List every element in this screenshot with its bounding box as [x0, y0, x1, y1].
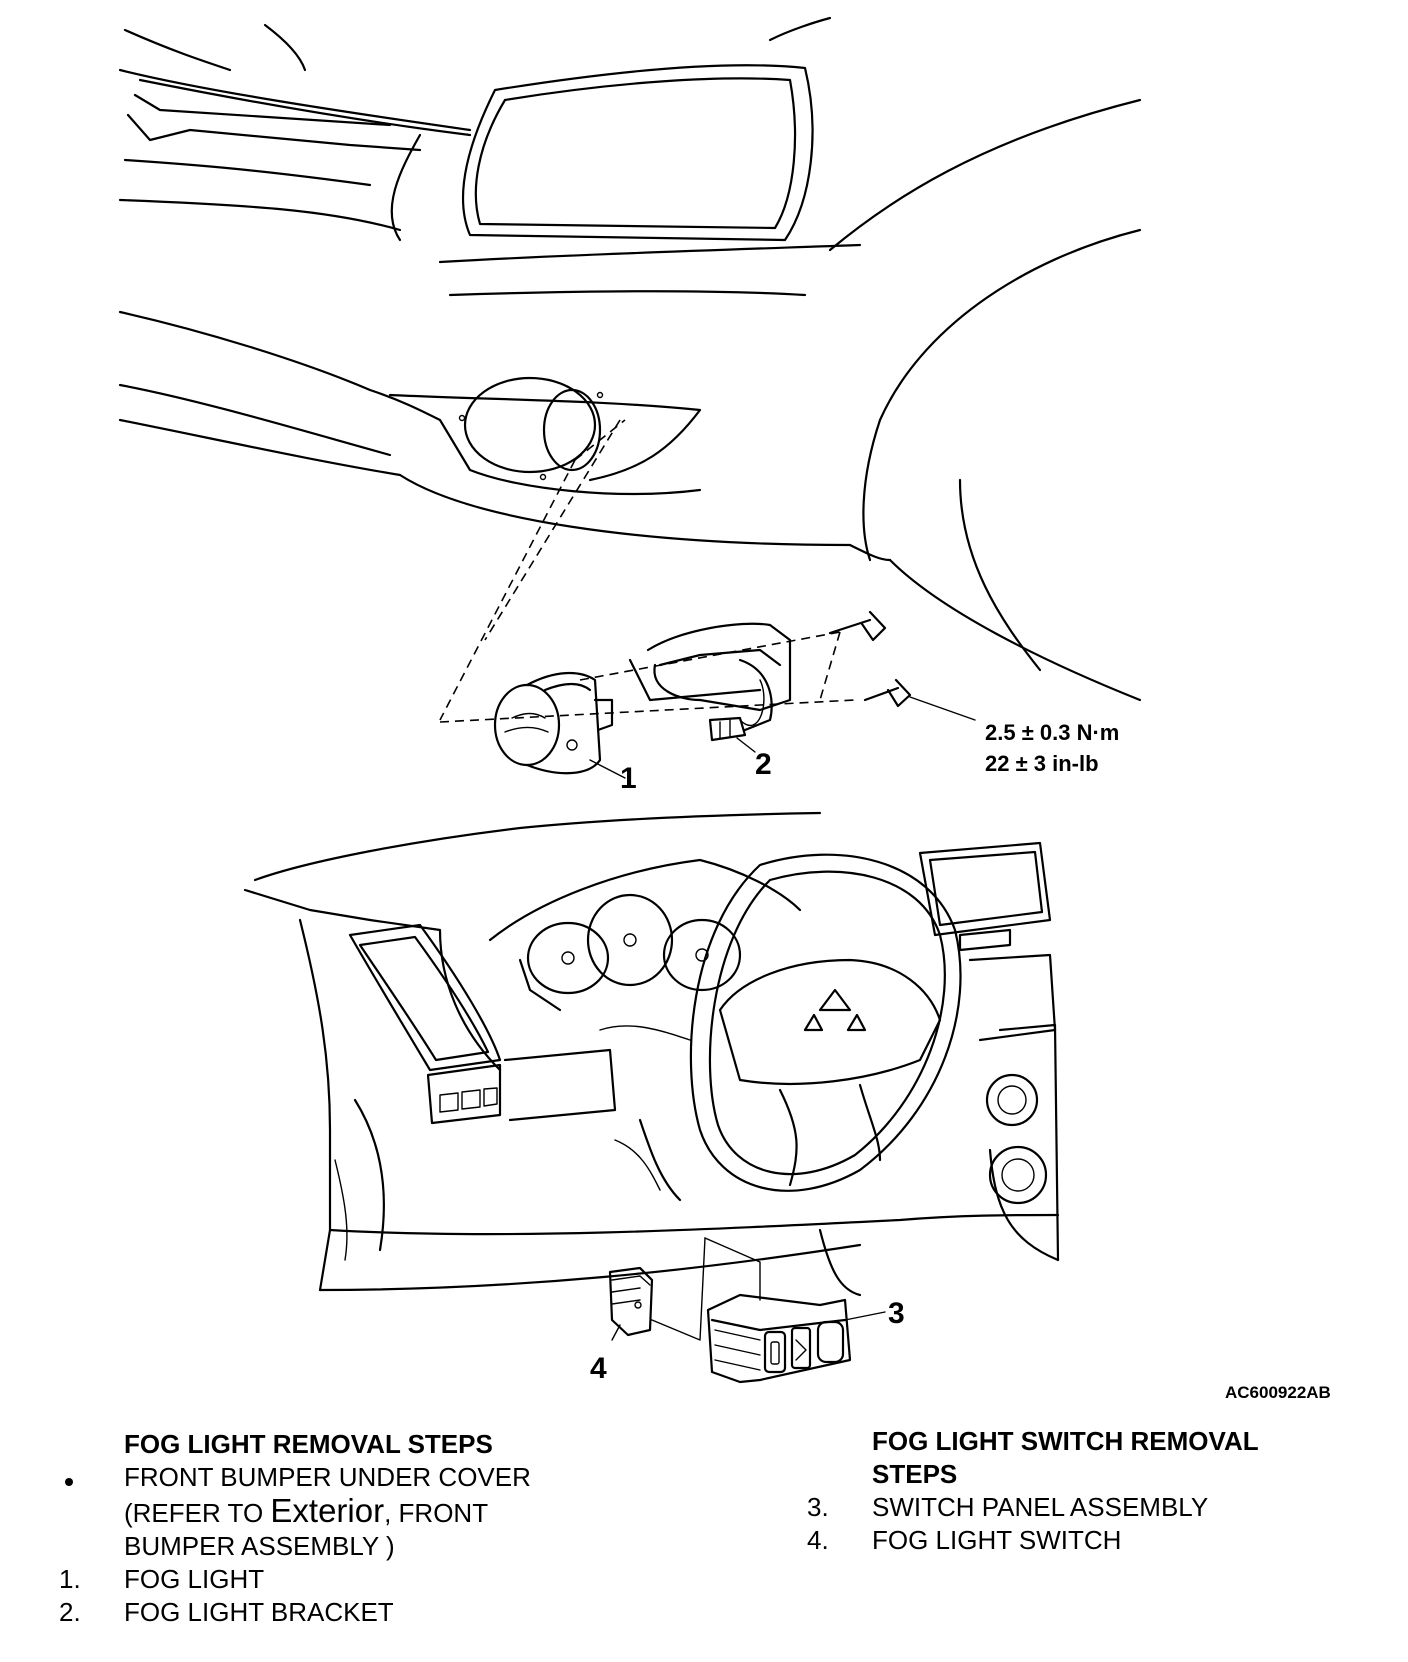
fog-light-switch-removal-steps: FOG LIGHT SWITCH REMOVAL STEPS 3. SWITCH…	[807, 1425, 1367, 1557]
step-text: FOG LIGHT SWITCH	[872, 1525, 1122, 1555]
list-item: 1. FOG LIGHT	[59, 1563, 659, 1596]
step-number: 3.	[807, 1492, 829, 1522]
list-item: 4. FOG LIGHT SWITCH	[807, 1524, 1367, 1557]
callout-4: 4	[590, 1352, 607, 1385]
torque-metric: 2.5 ± 0.3 N·m	[985, 720, 1120, 745]
switch-removal-heading-line2: STEPS	[872, 1459, 958, 1489]
car-front-illustration	[118, 16, 1142, 721]
exterior-link[interactable]: Exterior	[270, 1492, 385, 1529]
prep-step-line3: BUMPER ASSEMBLY )	[124, 1531, 395, 1561]
fog-light-removal-heading: FOG LIGHT REMOVAL STEPS	[124, 1429, 493, 1459]
step-number: 4.	[807, 1525, 829, 1555]
bullet-icon	[65, 1478, 73, 1486]
list-item: 3. SWITCH PANEL ASSEMBLY	[807, 1491, 1367, 1524]
torque-imperial: 22 ± 3 in-lb	[985, 751, 1099, 776]
prep-step-line1: FRONT BUMPER UNDER COVER	[124, 1462, 531, 1492]
torque-spec: 2.5 ± 0.3 N·m 22 ± 3 in-lb	[985, 717, 1119, 779]
step-number: 1.	[59, 1564, 81, 1594]
step-text: SWITCH PANEL ASSEMBLY	[872, 1492, 1209, 1522]
prep-step-line2: (REFER TO Exterior, FRONT	[124, 1494, 659, 1530]
prep-step-refer: (REFER TO	[124, 1498, 271, 1528]
switch-removal-heading-line1: FOG LIGHT SWITCH REMOVAL	[872, 1426, 1259, 1456]
step-number: 2.	[59, 1597, 81, 1627]
fog-light-assembly-illustration	[439, 610, 976, 779]
list-item: 2. FOG LIGHT BRACKET	[59, 1596, 659, 1629]
step-text: FOG LIGHT	[124, 1564, 265, 1594]
exploded-view-diagram	[118, 16, 1142, 1384]
prep-step-front: , FRONT	[384, 1498, 489, 1528]
callout-3: 3	[888, 1297, 905, 1330]
figure-id: AC600922AB	[1225, 1383, 1331, 1402]
callout-2: 2	[755, 748, 772, 781]
dashboard-illustration	[243, 811, 1060, 1297]
step-text: FOG LIGHT BRACKET	[124, 1597, 394, 1627]
switch-panel-illustration	[608, 1237, 886, 1384]
fog-light-removal-steps: FOG LIGHT REMOVAL STEPS FRONT BUMPER UND…	[59, 1428, 659, 1629]
callout-1: 1	[620, 762, 637, 795]
